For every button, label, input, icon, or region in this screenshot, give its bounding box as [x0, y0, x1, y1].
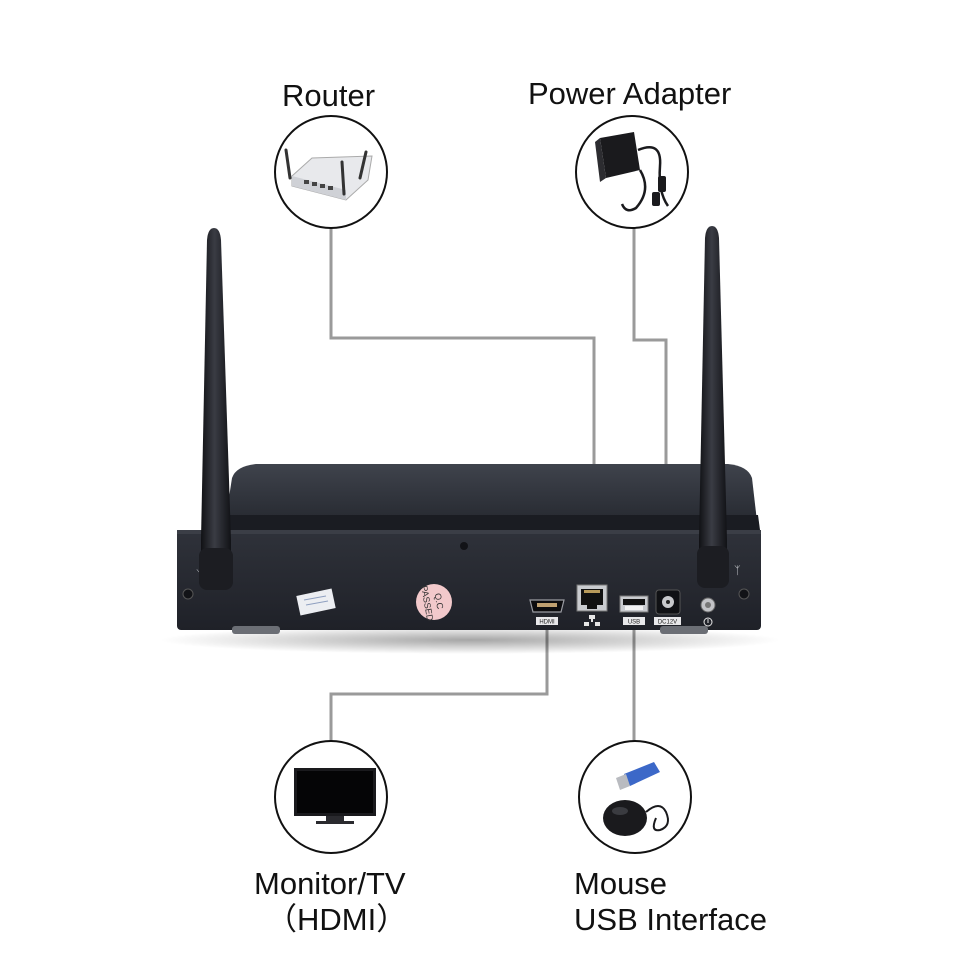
router-label: Router — [282, 78, 376, 113]
serial-sticker — [296, 588, 336, 616]
nvr-foot-left — [232, 626, 280, 634]
hdmi-port[interactable]: HDMI — [529, 599, 565, 626]
power-adapter-bubble — [575, 115, 689, 229]
power-adapter-icon — [595, 132, 670, 212]
nvr-top-edge — [226, 515, 760, 530]
mouse-icon — [603, 800, 669, 836]
monitor-icon — [294, 768, 376, 824]
hdmi-port-label: HDMI — [539, 620, 555, 626]
dc-port-label: DC12V — [658, 620, 677, 626]
device-shadow — [160, 626, 780, 654]
mouse-label: Mouse — [574, 866, 668, 901]
monitor-sublabel: （HDMI） — [266, 902, 408, 937]
usb-dongle-icon — [616, 762, 660, 790]
nvr-foot-right — [660, 626, 708, 634]
router-bubble — [274, 115, 388, 229]
dc-power-jack[interactable]: DC12V — [654, 589, 681, 626]
screw-left — [182, 588, 194, 600]
nvr-front-panel — [177, 530, 761, 630]
ground-terminal — [700, 597, 716, 627]
usb-port-label: USB — [628, 620, 640, 626]
nvr-device: ᛉ ᛉ Q.C PASSED HDMI — [177, 464, 761, 634]
monitor-bubble — [274, 740, 388, 854]
qc-passed-sticker: Q.C PASSED — [416, 584, 452, 622]
screw-top — [460, 542, 468, 550]
qc-sticker-line1: Q.C — [433, 592, 446, 610]
power-adapter-label: Power Adapter — [528, 76, 732, 111]
mouse-bubble — [578, 740, 692, 854]
antenna-left — [199, 228, 233, 590]
svg-text:ᛉ: ᛉ — [734, 564, 741, 577]
screw-right — [738, 588, 750, 600]
usb-port[interactable]: USB — [619, 595, 649, 626]
lan-port[interactable] — [576, 584, 608, 626]
hdmi-connector-line — [329, 628, 549, 742]
router-connector-line — [329, 228, 596, 585]
monitor-label: Monitor/TV — [254, 866, 406, 901]
antenna-right — [697, 226, 729, 588]
router-icon — [284, 148, 373, 201]
nvr-top-panel — [224, 464, 758, 530]
network-icon — [584, 615, 600, 626]
mouse-sublabel: USB Interface — [574, 902, 767, 937]
